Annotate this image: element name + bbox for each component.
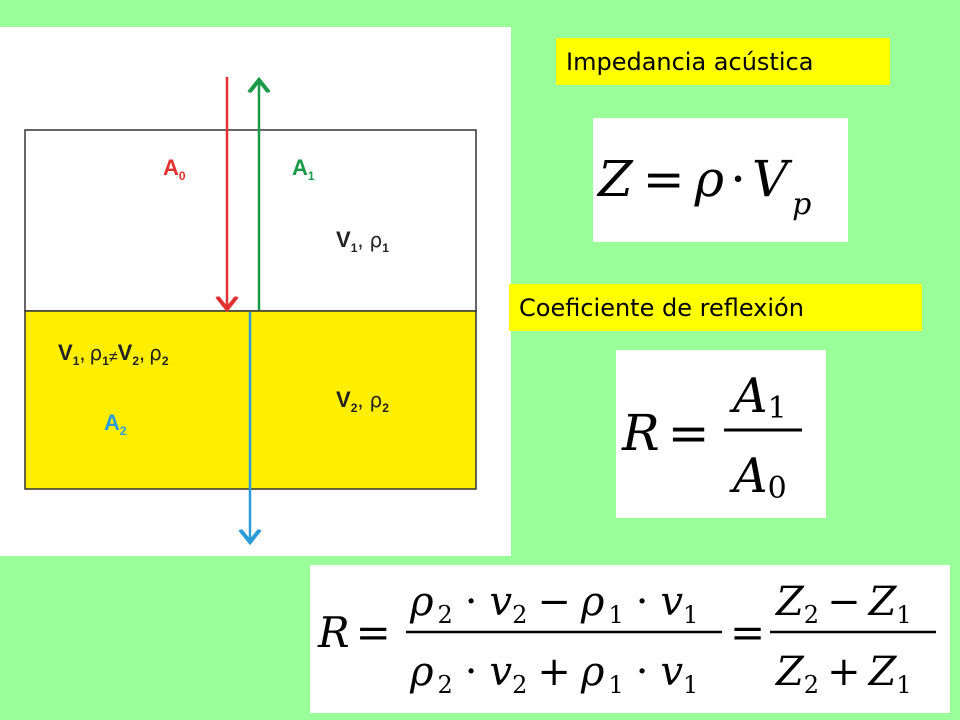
ratio-formula: R= A1 A0	[616, 350, 826, 518]
upper-medium	[24, 129, 477, 312]
reflection-diagram: A0 A1 V1,ρ1 V1,ρ1≠V2,ρ2 V2,ρ2 A2	[24, 27, 477, 556]
full-numerator-2: Z2−Z1	[774, 579, 912, 629]
media-condition: V1,ρ1≠V2,ρ2	[58, 340, 169, 368]
reflection-heading: Coeficiente de reflexión	[509, 284, 922, 331]
ratio-lhs: R=	[621, 404, 710, 462]
full-denominator-2: Z2+Z1	[774, 649, 912, 699]
impedance-heading-text: Impedancia acústica	[566, 47, 814, 76]
full-lhs: R=	[317, 608, 391, 657]
medium2-properties: V2,ρ2	[336, 387, 389, 415]
reflection-heading-text: Coeficiente de reflexión	[519, 293, 804, 322]
reflected-label: A1	[292, 155, 315, 183]
ratio-denominator: A0	[729, 448, 787, 506]
transmitted-label: A2	[104, 410, 127, 438]
full-middle-equals: =	[730, 608, 765, 657]
impedance-heading: Impedancia acústica	[556, 38, 890, 85]
reflection-diagram-panel: A0 A1 V1,ρ1 V1,ρ1≠V2,ρ2 V2,ρ2 A2	[0, 27, 511, 556]
ratio-numerator: A1	[729, 368, 787, 426]
medium1-properties: V1,ρ1	[336, 227, 389, 255]
incident-label: A0	[163, 155, 186, 183]
